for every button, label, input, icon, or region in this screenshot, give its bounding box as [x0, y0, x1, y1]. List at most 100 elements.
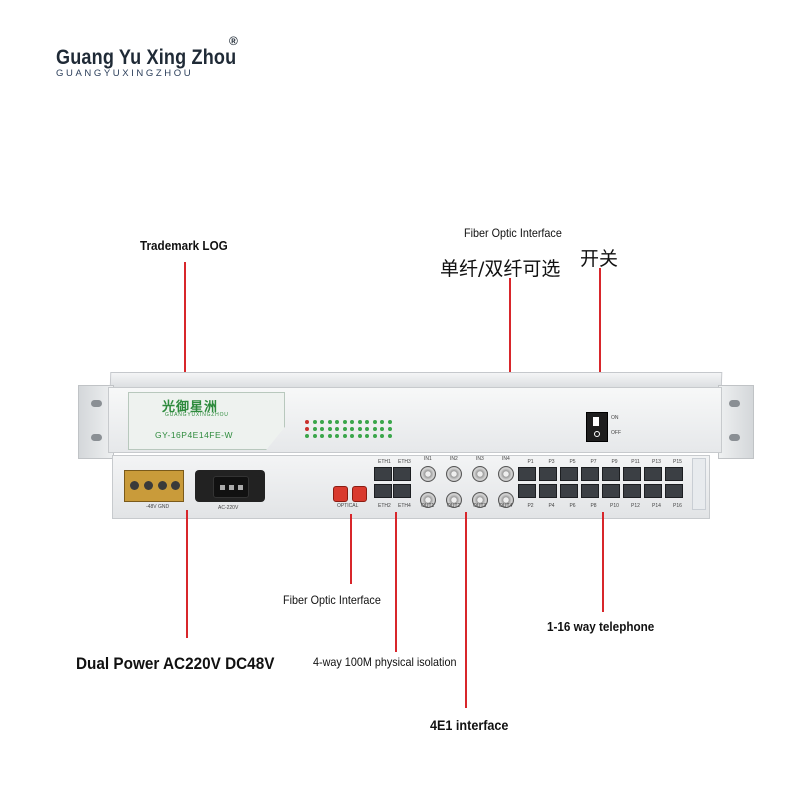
- led-row: [305, 427, 400, 431]
- telephone-port: [602, 467, 620, 481]
- led: [312, 427, 317, 431]
- callout-line-fiber-bottom: [350, 514, 352, 584]
- bnc-port: [472, 466, 488, 482]
- ac-socket-icon: [213, 476, 249, 498]
- brand-name: Guang Yu Xing Zhou: [56, 46, 237, 69]
- led: [350, 434, 354, 438]
- bnc-port: [420, 492, 436, 508]
- pin-icon: [229, 485, 234, 490]
- callout-line-power: [186, 510, 188, 638]
- ethernet-ports: [374, 467, 411, 498]
- led-row: [305, 434, 400, 438]
- led: [350, 420, 354, 424]
- phone-port-label: P8: [590, 503, 597, 509]
- callout-trademark: Trademark LOG: [140, 238, 228, 253]
- telephone-port: [623, 484, 641, 498]
- led: [357, 434, 362, 438]
- phone-port-label: P4: [548, 503, 555, 509]
- led: [320, 434, 324, 438]
- rack-ear-right: [718, 385, 754, 459]
- led: [305, 427, 309, 431]
- telephone-port: [623, 467, 641, 481]
- led: [327, 427, 332, 431]
- ethernet-port: [374, 467, 392, 481]
- led: [312, 420, 317, 424]
- e1-out-label: OUT1: [421, 503, 435, 509]
- optical-label: OPTICAL: [337, 503, 359, 509]
- e1-out-label: OUT4: [499, 503, 513, 509]
- dc-terminal-block: [124, 470, 184, 502]
- led: [305, 420, 309, 424]
- led: [305, 434, 309, 438]
- callout-fiber-optic-bottom: Fiber Optic Interface: [283, 593, 381, 607]
- switch-off-label: OFF: [611, 430, 621, 436]
- phone-port-label: P11: [631, 459, 640, 465]
- e1-out-label: OUT3: [473, 503, 487, 509]
- led: [380, 434, 384, 438]
- ethernet-port: [393, 467, 411, 481]
- e1-in-label: IN1: [424, 456, 432, 462]
- eth-label: ETH4: [398, 503, 411, 509]
- phone-port-label: P7: [590, 459, 597, 465]
- fiber-ports: [333, 486, 367, 502]
- led: [335, 434, 339, 438]
- callout-line-e1: [465, 512, 467, 708]
- led: [350, 427, 354, 431]
- e1-in-label: IN4: [502, 456, 510, 462]
- phone-port-label: P10: [610, 503, 619, 509]
- led: [365, 427, 369, 431]
- telephone-port: [581, 484, 599, 498]
- telephone-port: [602, 484, 620, 498]
- led-row: [305, 420, 400, 424]
- led: [320, 420, 324, 424]
- callout-switch: 开关: [580, 248, 619, 270]
- led: [342, 434, 347, 438]
- telephone-port: [665, 467, 683, 481]
- device-logo-en: GUANGYUXINGZHOU: [165, 412, 229, 418]
- e1-in-label: IN2: [450, 456, 458, 462]
- callout-line-switch: [599, 268, 601, 398]
- led: [387, 427, 392, 431]
- callout-fiber-optic-top: Fiber Optic Interface: [464, 226, 562, 240]
- led: [342, 427, 347, 431]
- dc-label: -48V GND: [146, 504, 170, 510]
- phone-port-label: P15: [673, 459, 682, 465]
- telephone-port: [560, 484, 578, 498]
- switch-off-icon: [594, 431, 600, 437]
- telephone-port: [518, 467, 536, 481]
- power-switch[interactable]: [586, 412, 608, 442]
- callout-e1: 4E1 interface: [430, 717, 509, 733]
- bnc-port: [498, 466, 514, 482]
- led: [365, 420, 369, 424]
- led: [365, 434, 369, 438]
- telephone-port: [665, 484, 683, 498]
- telephone-port: [581, 467, 599, 481]
- brand-logo: Guang Yu Xing Zhou GUANGYUXINGZHOU: [56, 46, 266, 79]
- led: [380, 427, 384, 431]
- bnc-port: [446, 466, 462, 482]
- phone-top-labels: P1 P3 P5 P7 P9 P11 P13 P15: [520, 459, 688, 465]
- phone-port-label: P2: [527, 503, 534, 509]
- callout-ethernet: 4-way 100M physical isolation: [313, 655, 457, 669]
- status-leds: [305, 420, 400, 448]
- phone-port-label: P5: [569, 459, 576, 465]
- screw-icon: [144, 481, 153, 490]
- logo-bezel: [128, 392, 285, 450]
- telephone-port: [644, 467, 662, 481]
- eth-label: ETH1: [378, 459, 391, 465]
- switch-on-label: ON: [611, 415, 619, 421]
- device-logo-cn: 光御星洲: [162, 400, 219, 415]
- bnc-port: [498, 492, 514, 508]
- pin-icon: [220, 485, 225, 490]
- rack-hole: [729, 400, 740, 407]
- ac-power-inlet: [195, 470, 265, 502]
- brand-subtitle: GUANGYUXINGZHOU: [56, 68, 194, 79]
- led: [312, 434, 317, 438]
- led: [357, 427, 362, 431]
- led: [372, 434, 377, 438]
- bnc-port: [472, 492, 488, 508]
- phone-port-label: P12: [631, 503, 640, 509]
- telephone-ports: [518, 467, 683, 498]
- phone-port-label: P9: [611, 459, 618, 465]
- callout-line-telephone: [602, 512, 604, 612]
